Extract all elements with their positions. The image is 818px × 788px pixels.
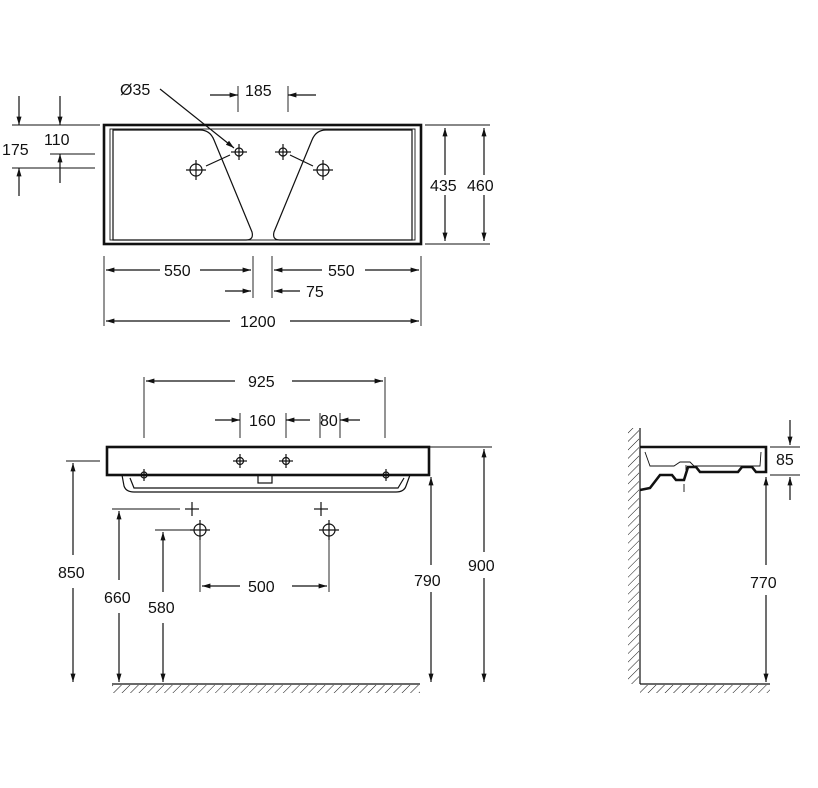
dim-80: 80 [320, 413, 338, 430]
dim-460: 460 [467, 178, 494, 195]
right-tap-icon [275, 144, 333, 180]
basin-front-body [105, 445, 431, 477]
fixing-point-left-icon [138, 469, 150, 481]
dim-850: 850 [58, 565, 85, 582]
left-bowl-outline [112, 129, 253, 241]
side-view: 85 770 [628, 420, 800, 693]
waste-outlet-left-icon [185, 502, 210, 540]
dim-900: 900 [468, 558, 495, 575]
dim-550-right: 550 [328, 263, 355, 280]
basin-side-profile [639, 445, 768, 492]
dim-75: 75 [306, 284, 324, 301]
tap-hole-right-icon [279, 454, 293, 468]
tap-hole-left-icon [233, 454, 247, 468]
dim-1200: 1200 [240, 314, 276, 331]
dim-500: 500 [248, 579, 275, 596]
left-tap-icon [186, 144, 247, 180]
dim-85: 85 [776, 452, 794, 469]
dim-790: 790 [414, 573, 441, 590]
dim-580: 580 [148, 600, 175, 617]
dim-tap-spacing: 185 [245, 83, 272, 100]
dim-925: 925 [248, 374, 275, 391]
dim-110: 110 [44, 132, 70, 149]
basin-outline-top [102, 123, 423, 246]
fixing-point-right-icon [380, 469, 392, 481]
basin-inner-rim [109, 128, 416, 241]
front-view: 925 160 80 [58, 374, 495, 693]
top-view: Ø35 185 110 175 435 460 550 [2, 82, 494, 331]
dim-550-left: 550 [164, 263, 191, 280]
dim-770: 770 [750, 575, 777, 592]
dim-175: 175 [2, 142, 29, 159]
dim-660: 660 [104, 590, 131, 607]
dim-160: 160 [249, 413, 276, 430]
right-bowl-outline [273, 129, 413, 241]
dim-435: 435 [430, 178, 457, 195]
dim-diameter: Ø35 [120, 82, 150, 99]
waste-outlet-right-icon [314, 502, 339, 540]
